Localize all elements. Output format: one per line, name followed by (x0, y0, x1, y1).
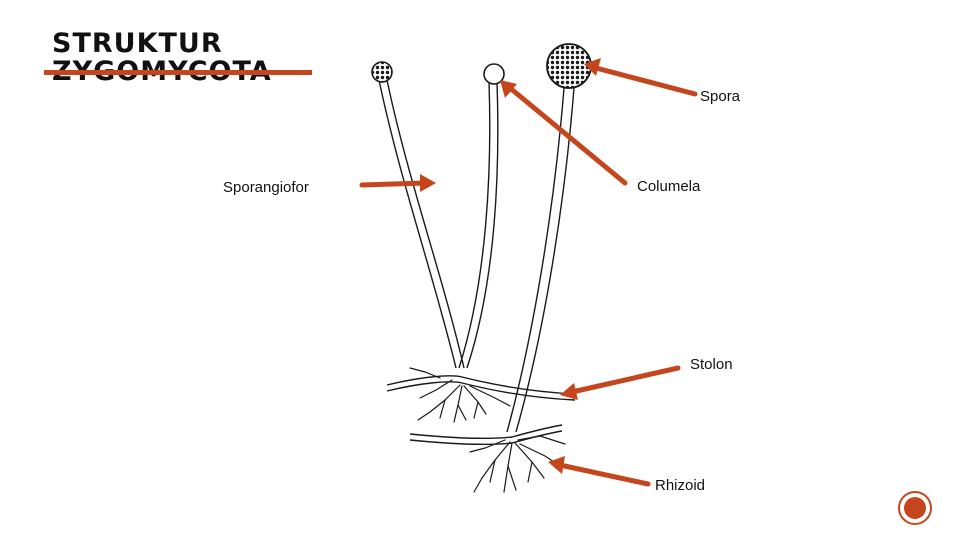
arrowhead-spora (584, 58, 601, 76)
arrowhead-stolon (560, 383, 578, 400)
title-line-1: STRUKTUR (52, 28, 223, 59)
label-stolon: Stolon (690, 356, 733, 373)
arrowhead-columela (500, 80, 517, 98)
sporangium-small (371, 61, 393, 83)
arrow-columela (507, 85, 628, 186)
page-number-badge-icon (898, 491, 932, 525)
sporangium-large (546, 43, 592, 89)
label-columela: Columela (637, 178, 701, 195)
sporangiophore-middle (458, 81, 499, 369)
annotation-arrows (359, 65, 698, 487)
title-underline-bar (44, 70, 312, 75)
arrowhead-rhizoid (548, 456, 565, 474)
annotation-arrowheads (420, 58, 601, 474)
rhizoid-cluster-upper (409, 367, 511, 423)
label-spora: Spora (700, 88, 741, 105)
arrow-stolon (569, 365, 681, 395)
arrow-sporangiofor (359, 180, 429, 188)
sporangiophore-left (378, 79, 465, 369)
arrowhead-sporangiofor (420, 174, 436, 192)
rhizoid-cluster-lower (469, 435, 566, 493)
stolon (386, 375, 576, 446)
columella-head (483, 63, 505, 85)
arrow-spora (593, 65, 698, 97)
sporangiophore-right (506, 87, 575, 433)
label-rhizoid: Rhizoid (655, 477, 706, 494)
label-sporangiofor: Sporangiofor (223, 179, 309, 196)
arrow-rhizoid (557, 462, 651, 487)
